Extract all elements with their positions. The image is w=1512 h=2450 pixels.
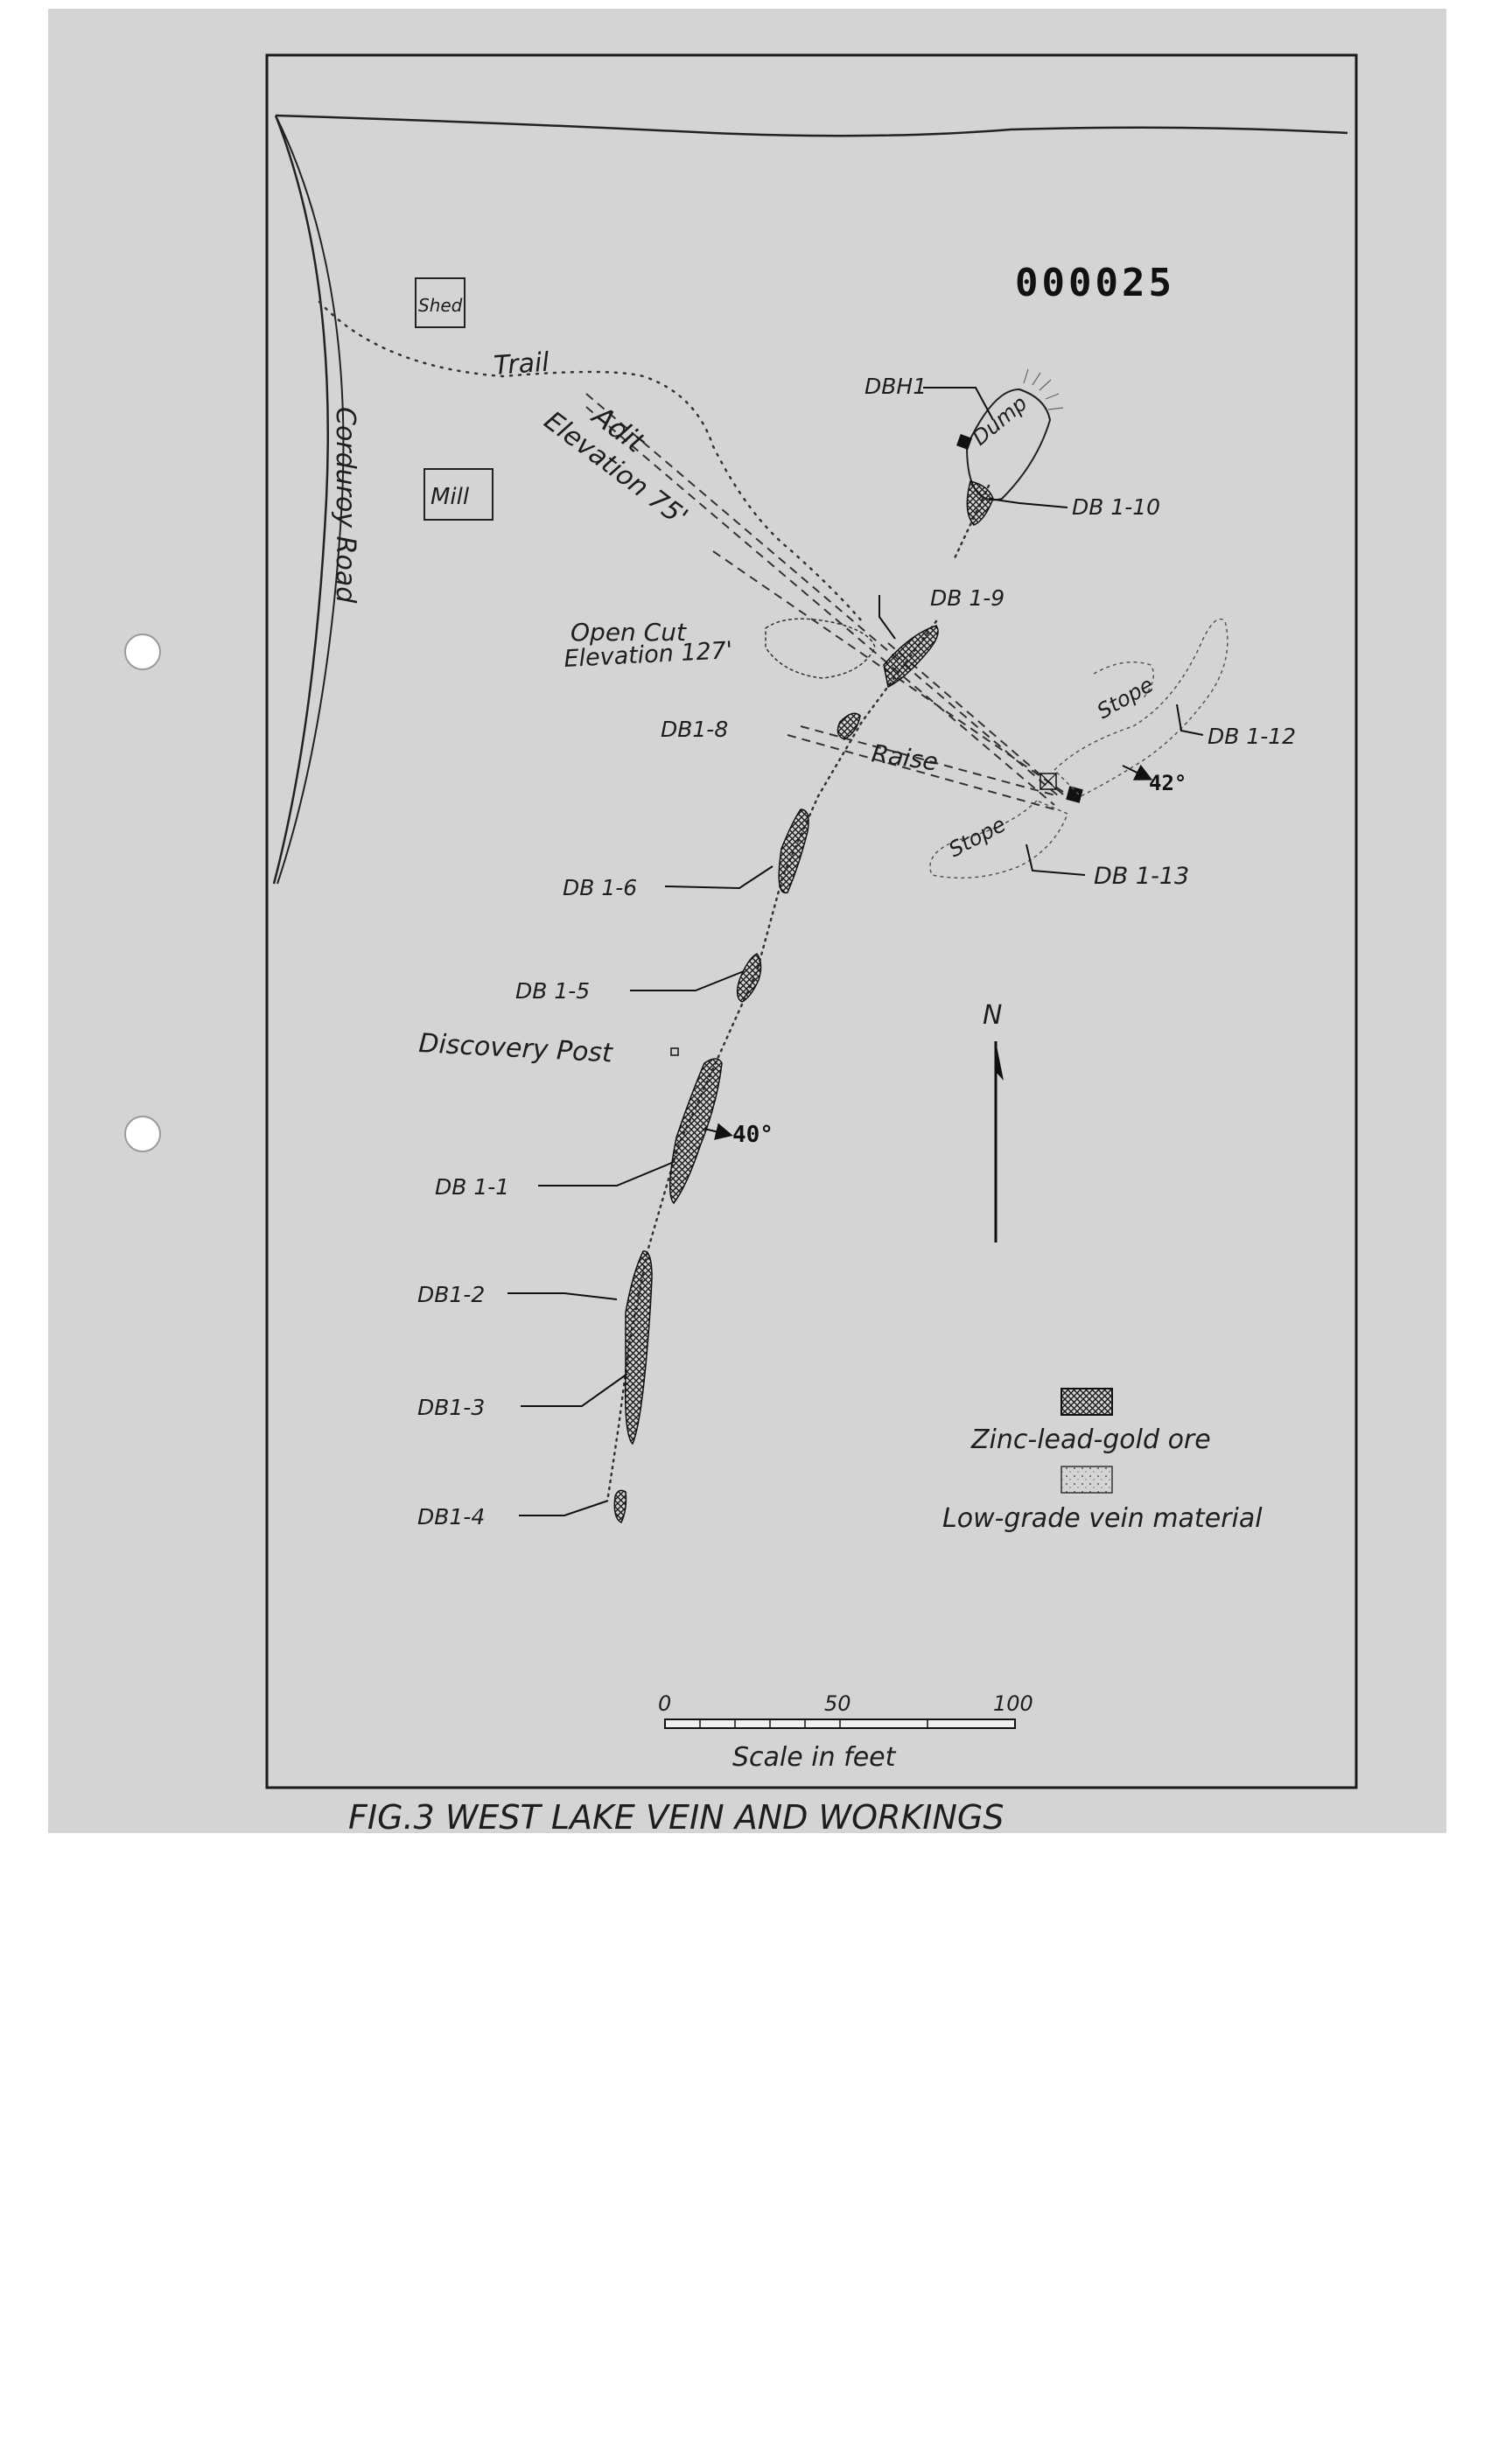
vein-dip-label: 40° [732, 1122, 774, 1148]
db1-8-label: DB1-8 [661, 717, 728, 742]
upper-stope-outline [1053, 618, 1228, 797]
binder-hole-bottom [124, 1116, 161, 1152]
ore-shoots [613, 480, 994, 1524]
shoreline [275, 114, 1348, 137]
stope-dip-arrow [1122, 764, 1153, 780]
drill-hole-leaders [508, 387, 1204, 1516]
binder-hole-top [124, 634, 161, 670]
discovery-post-label: Discovery Post [418, 1028, 614, 1069]
scale-tick-0: 0 [658, 1691, 671, 1716]
scale-tick-50: 50 [824, 1691, 851, 1716]
shed-building [415, 277, 466, 328]
raise-collar [1040, 773, 1057, 790]
north-arrow [994, 1041, 1004, 1242]
dump-label: Dump [968, 391, 1032, 451]
corduroy-road [272, 115, 345, 885]
figure-caption: FIG.3 WEST LAKE VEIN AND WORKINGS [348, 1798, 1004, 1833]
document-sheet: Corduroy Road Trail Shed Mill Adit Eleva… [48, 9, 1446, 1833]
mill-building [424, 468, 494, 521]
legend-ore-label: Zinc-lead-gold ore [970, 1424, 1211, 1455]
legend-low-grade-swatch [1060, 1466, 1113, 1494]
legend-ore-swatch [1060, 1388, 1113, 1416]
upper-stope-outline-2 [1093, 661, 1155, 701]
db1-9-label: DB 1-9 [930, 585, 1004, 611]
north-label: N [983, 1000, 1002, 1031]
ore-shoot-db1-1 [668, 1058, 723, 1205]
dump-hachures [1023, 368, 1064, 410]
ore-shoot-db1-5 [736, 953, 762, 1003]
dbh1-label: DBH1 [864, 374, 927, 399]
db1-2-label: DB1-2 [417, 1282, 485, 1307]
road-label: Corduroy Road [330, 407, 360, 604]
shed-label: Shed [418, 295, 463, 316]
trail-line [318, 300, 864, 623]
db1-13-collar [1066, 786, 1083, 803]
stope-dip-label: 42° [1149, 771, 1186, 795]
ore-shoot-db1-2-3 [624, 1250, 653, 1446]
db1-13-label: DB 1-13 [1094, 863, 1189, 890]
db1-6-label: DB 1-6 [563, 875, 637, 900]
ore-shoot-db1-8 [836, 712, 861, 740]
ore-shoot-db1-10 [966, 480, 994, 526]
db1-4-label: DB1-4 [417, 1504, 485, 1530]
trail-label: Trail [493, 347, 550, 382]
discovery-post-marker [670, 1047, 679, 1056]
lower-stope-outline [929, 800, 1068, 879]
db1-10-label: DB 1-10 [1072, 494, 1160, 520]
open-cut-outline [765, 618, 876, 679]
db1-12-label: DB 1-12 [1208, 724, 1296, 749]
mill-label: Mill [430, 484, 470, 510]
vein-dip-arrow [704, 1123, 733, 1140]
legend-low-grade-label: Low-grade vein material [942, 1503, 1263, 1534]
upper-stope-label: Stope [1093, 672, 1158, 724]
map-frame [265, 53, 1358, 1789]
open-cut-label: Open Cut [570, 618, 687, 647]
scale-label: Scale in feet [732, 1742, 897, 1773]
ore-shoot-db1-4 [613, 1489, 627, 1524]
db1-3-label: DB1-3 [417, 1395, 485, 1420]
dbh1-collar [956, 434, 972, 450]
scale-bar [664, 1718, 1016, 1729]
scale-tick-100: 100 [993, 1691, 1033, 1716]
lower-stope-label: Stope [945, 812, 1010, 862]
db1-5-label: DB 1-5 [515, 978, 590, 1004]
document-number: 000025 [1015, 261, 1175, 305]
map-figure: Corduroy Road Trail Shed Mill Adit Eleva… [124, 53, 1358, 1833]
ore-shoot-db1-6 [778, 808, 809, 894]
db1-1-label: DB 1-1 [435, 1174, 509, 1200]
ore-shoot-db1-9 [883, 625, 939, 689]
raise-label: Raise [870, 738, 940, 776]
